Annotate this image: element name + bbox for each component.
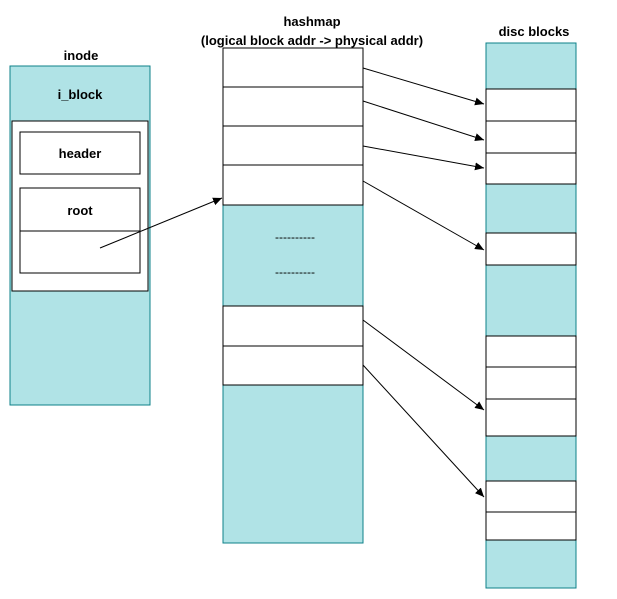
- disc-block: [485, 366, 577, 400]
- inode-title: inode: [64, 48, 99, 63]
- arrow-entry-to-block: [362, 180, 485, 251]
- hashmap-ellipsis-2: ----------: [275, 265, 315, 279]
- i-block-label: i_block: [58, 87, 104, 102]
- disc-block: [485, 480, 577, 513]
- hashmap-entry: [222, 125, 364, 166]
- disc-block: [485, 232, 577, 266]
- hashmap-entry: [222, 164, 364, 206]
- arrow-entry-to-block: [362, 364, 485, 498]
- arrow-entry-to-block: [362, 67, 485, 106]
- disc-block: [485, 511, 577, 541]
- arrows-group: [99, 67, 485, 498]
- arrow-entry-to-block: [362, 100, 485, 142]
- header-label: header: [59, 146, 102, 161]
- extent-entry-box: [19, 230, 141, 274]
- hashmap-subtitle: (logical block addr -> physical addr): [201, 33, 423, 48]
- disc-blocks-group: disc blocks: [485, 24, 577, 589]
- hashmap-entry: [222, 345, 364, 386]
- disc-block: [485, 120, 577, 154]
- inode-group: inode i_block header root: [9, 48, 151, 406]
- arrow-entry-to-block: [362, 319, 485, 411]
- disc-block: [485, 88, 577, 122]
- arrow-entry-to-block: [362, 145, 485, 171]
- disc-block: [485, 398, 577, 437]
- hashmap-entry: [222, 47, 364, 88]
- hashmap-group: hashmap (logical block addr -> physical …: [201, 14, 423, 544]
- hashmap-title: hashmap: [283, 14, 340, 29]
- arrow-root-to-hashmap: [99, 197, 223, 249]
- hashmap-ellipsis-1: ----------: [275, 230, 315, 244]
- root-box: [19, 187, 141, 232]
- disc-blocks-title: disc blocks: [499, 24, 570, 39]
- hashmap-entry: [222, 86, 364, 127]
- disc-block: [485, 152, 577, 185]
- header-box: [19, 131, 141, 175]
- root-label: root: [67, 203, 93, 218]
- disc-block: [485, 335, 577, 368]
- hashmap-entry: [222, 305, 364, 347]
